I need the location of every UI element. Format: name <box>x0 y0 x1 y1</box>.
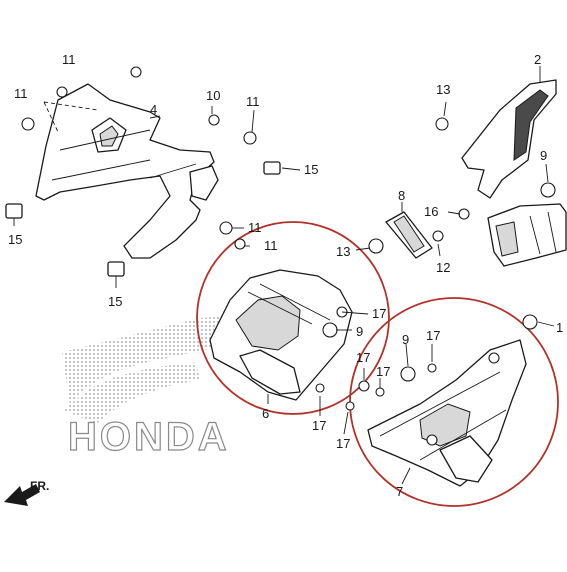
callout-17-lower: 17 <box>312 418 326 433</box>
callout-17-part7-left: 17 <box>376 364 390 379</box>
callout-11-center: 11 <box>246 94 260 109</box>
callout-17-part6: 17 <box>372 306 386 321</box>
callout-15-bottom: 15 <box>108 294 122 309</box>
right-side-shroud <box>487 203 567 267</box>
part-6-inner-cover <box>209 269 353 401</box>
part-2-upper-cover <box>461 79 557 199</box>
callout-4: 4 <box>150 102 157 117</box>
callout-11-top: 11 <box>62 52 76 67</box>
callout-7: 7 <box>396 484 403 499</box>
callout-17-mid: 17 <box>356 350 370 365</box>
callout-11-lower-b: 11 <box>264 238 278 253</box>
callout-13-right: 13 <box>436 82 450 97</box>
callout-15-left: 15 <box>8 232 22 247</box>
honda-watermark-text: HONDA <box>68 415 230 459</box>
callout-13-center: 13 <box>336 244 350 259</box>
callout-17-part7: 17 <box>426 328 440 343</box>
callout-10: 10 <box>206 88 220 103</box>
callout-16: 16 <box>424 204 438 219</box>
callout-15-right: 15 <box>304 162 318 177</box>
callout-labels: 11 11 4 10 11 15 15 15 11 11 13 13 2 9 8… <box>8 52 563 499</box>
callout-6: 6 <box>262 406 269 421</box>
callout-11-left: 11 <box>14 86 28 101</box>
callout-12: 12 <box>436 260 450 275</box>
callout-9-part6: 9 <box>356 324 363 339</box>
callout-11-lower-a: 11 <box>248 220 262 235</box>
fastener-set <box>5 66 556 411</box>
callout-9-part7: 9 <box>402 332 409 347</box>
highlight-ring-part-6 <box>196 221 390 415</box>
part-8-bracket <box>385 211 433 259</box>
callout-2: 2 <box>534 52 541 67</box>
part-4-inner-panel <box>35 83 219 259</box>
front-direction-arrow <box>4 484 40 506</box>
callout-8: 8 <box>398 188 405 203</box>
callout-1: 1 <box>556 320 563 335</box>
callout-17-bottom-left: 17 <box>336 436 350 451</box>
part-7-lower-bracket <box>367 339 527 487</box>
honda-wing-watermark <box>62 316 238 424</box>
callout-9-top: 9 <box>540 148 547 163</box>
direction-label: FR. <box>30 479 49 493</box>
callout-leaders <box>13 66 555 485</box>
